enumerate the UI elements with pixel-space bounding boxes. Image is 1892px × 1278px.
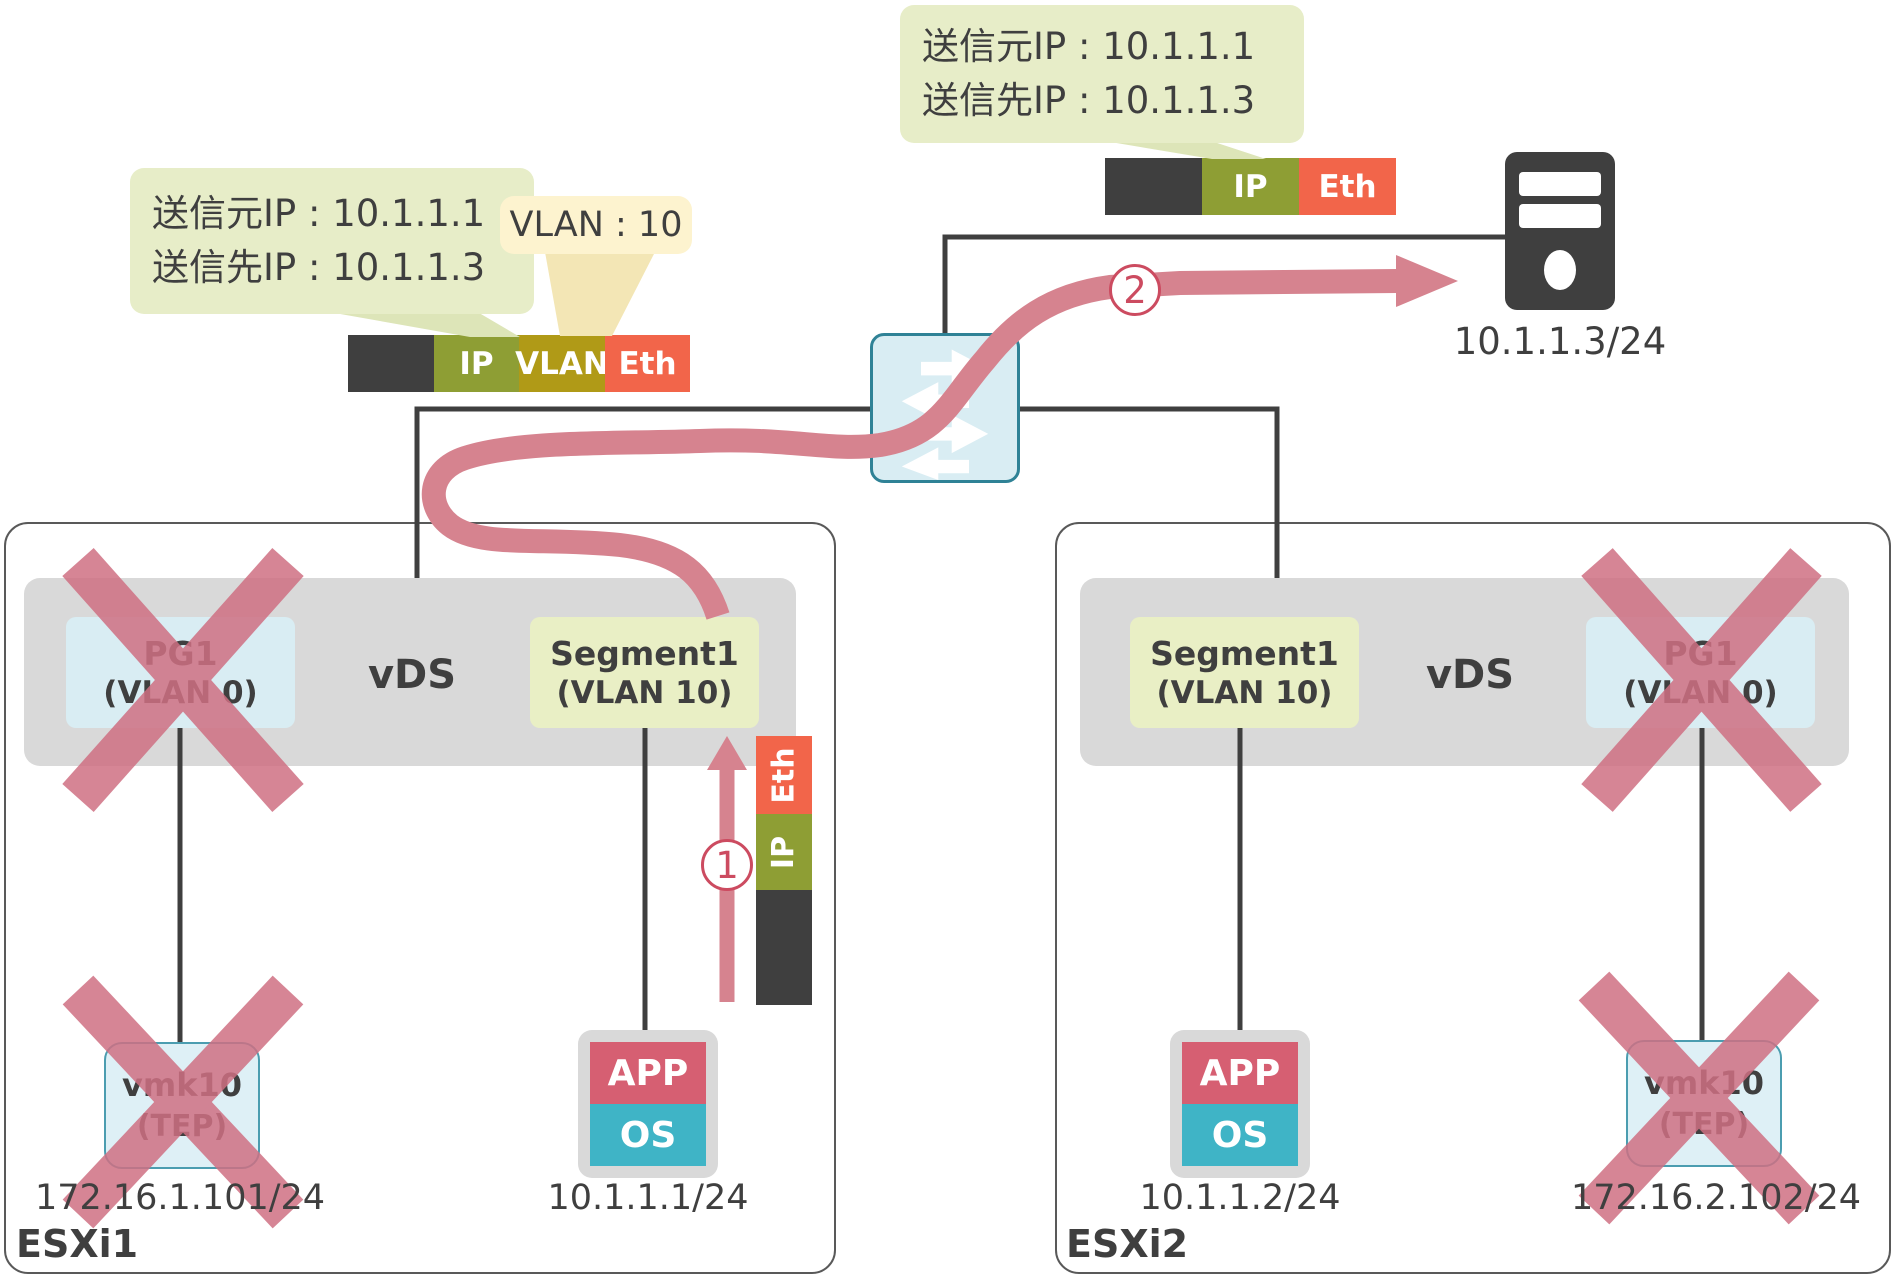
- callout-vlan: VLAN : 10: [500, 196, 692, 254]
- callout-src-dst-left: 送信元IP : 10.1.1.1 送信先IP : 10.1.1.3: [130, 168, 534, 314]
- esxi1-vds-label: vDS: [367, 652, 457, 698]
- esxi2-vmk10-ip: 172.16.2.102/24: [1570, 1178, 1862, 1218]
- esxi2-segment1-subtitle: (VLAN 10): [1156, 674, 1333, 711]
- step2-badge: 2: [1109, 264, 1161, 316]
- esxi1-pg1-box: PG1 (VLAN 0): [66, 617, 295, 728]
- packet-ip-segment: IP: [434, 335, 519, 392]
- flow-arrowhead-icon: [1396, 255, 1458, 307]
- esxi1-segment1-box: Segment1 (VLAN 10): [530, 617, 759, 728]
- callout-line: 送信元IP : 10.1.1.1: [922, 25, 1256, 69]
- esxi2-vm-ip: 10.1.1.2/24: [1139, 1178, 1341, 1218]
- esxi2-pg1-title: PG1: [1663, 633, 1738, 673]
- esxi1-vm-box: APP OS: [578, 1030, 718, 1178]
- callout-line: VLAN : 10: [509, 205, 683, 245]
- esxi1-vmk10-box: vmk10 (TEP): [104, 1042, 260, 1169]
- esxi1-vmk10-title: vmk10: [121, 1066, 242, 1105]
- packet-payload-segment: [756, 890, 812, 1005]
- esxi2-vmk10-subtitle: (TEP): [1658, 1106, 1750, 1142]
- callout-line: 送信先IP : 10.1.1.3: [152, 246, 486, 289]
- switch-arrows-icon: [901, 349, 989, 480]
- esxi1-pg1-title: PG1: [143, 633, 218, 673]
- packet-payload-segment: [348, 335, 434, 392]
- esxi2-vm-os: OS: [1182, 1104, 1298, 1166]
- callout-tail: [545, 252, 655, 336]
- esxi2-name: ESXi2: [1066, 1222, 1189, 1266]
- packet-tagged: IP VLAN Eth: [348, 335, 690, 392]
- physical-switch-icon: [870, 333, 1020, 483]
- callout-line: 送信先IP : 10.1.1.3: [922, 79, 1256, 122]
- packet-payload-segment: [1105, 158, 1202, 215]
- server-ip-label: 10.1.1.3/24: [1453, 320, 1667, 363]
- packet-eth-segment: Eth: [605, 335, 690, 392]
- esxi2-vmk10-title: vmk10: [1643, 1064, 1764, 1103]
- esxi1-vm-app: APP: [590, 1042, 706, 1104]
- esxi2-vmk10-box: vmk10 (TEP): [1626, 1040, 1782, 1167]
- packet-vm-vertical: Eth IP: [756, 736, 812, 1005]
- esxi2-pg1-subtitle: (VLAN 0): [1623, 674, 1778, 711]
- server-power-icon: [1544, 250, 1576, 290]
- packet-untagged: IP Eth: [1105, 158, 1396, 215]
- callout-line: 送信元IP : 10.1.1.1: [152, 192, 486, 236]
- esxi1-vm-os: OS: [590, 1104, 706, 1166]
- packet-eth-segment: Eth: [756, 736, 812, 814]
- esxi2-segment1-title: Segment1: [1150, 633, 1339, 673]
- packet-ip-segment: IP: [1202, 158, 1299, 215]
- esxi2-segment1-box: Segment1 (VLAN 10): [1130, 617, 1359, 728]
- esxi1-segment1-title: Segment1: [550, 633, 739, 673]
- esxi2-vds-label: vDS: [1425, 652, 1515, 698]
- esxi1-vmk10-subtitle: (TEP): [136, 1108, 228, 1144]
- esxi2-vm-box: APP OS: [1170, 1030, 1310, 1178]
- esxi1-vmk10-ip: 172.16.1.101/24: [34, 1178, 326, 1218]
- packet-vlan-segment: VLAN: [515, 335, 609, 392]
- server-slot-icon: [1519, 172, 1601, 196]
- server-slot-icon: [1519, 204, 1601, 228]
- esxi2-pg1-box: PG1 (VLAN 0): [1586, 617, 1815, 728]
- packet-eth-segment: Eth: [1299, 158, 1396, 215]
- esxi1-pg1-subtitle: (VLAN 0): [103, 674, 258, 711]
- server-icon: [1505, 152, 1615, 310]
- esxi1-name: ESXi1: [16, 1222, 139, 1266]
- esxi1-vm-ip: 10.1.1.1/24: [547, 1178, 749, 1218]
- step1-badge: 1: [701, 839, 753, 891]
- esxi2-vm-app: APP: [1182, 1042, 1298, 1104]
- callout-src-dst-right: 送信元IP : 10.1.1.1 送信先IP : 10.1.1.3: [900, 5, 1304, 143]
- packet-ip-segment: IP: [756, 814, 812, 890]
- esxi1-segment1-subtitle: (VLAN 10): [556, 674, 733, 711]
